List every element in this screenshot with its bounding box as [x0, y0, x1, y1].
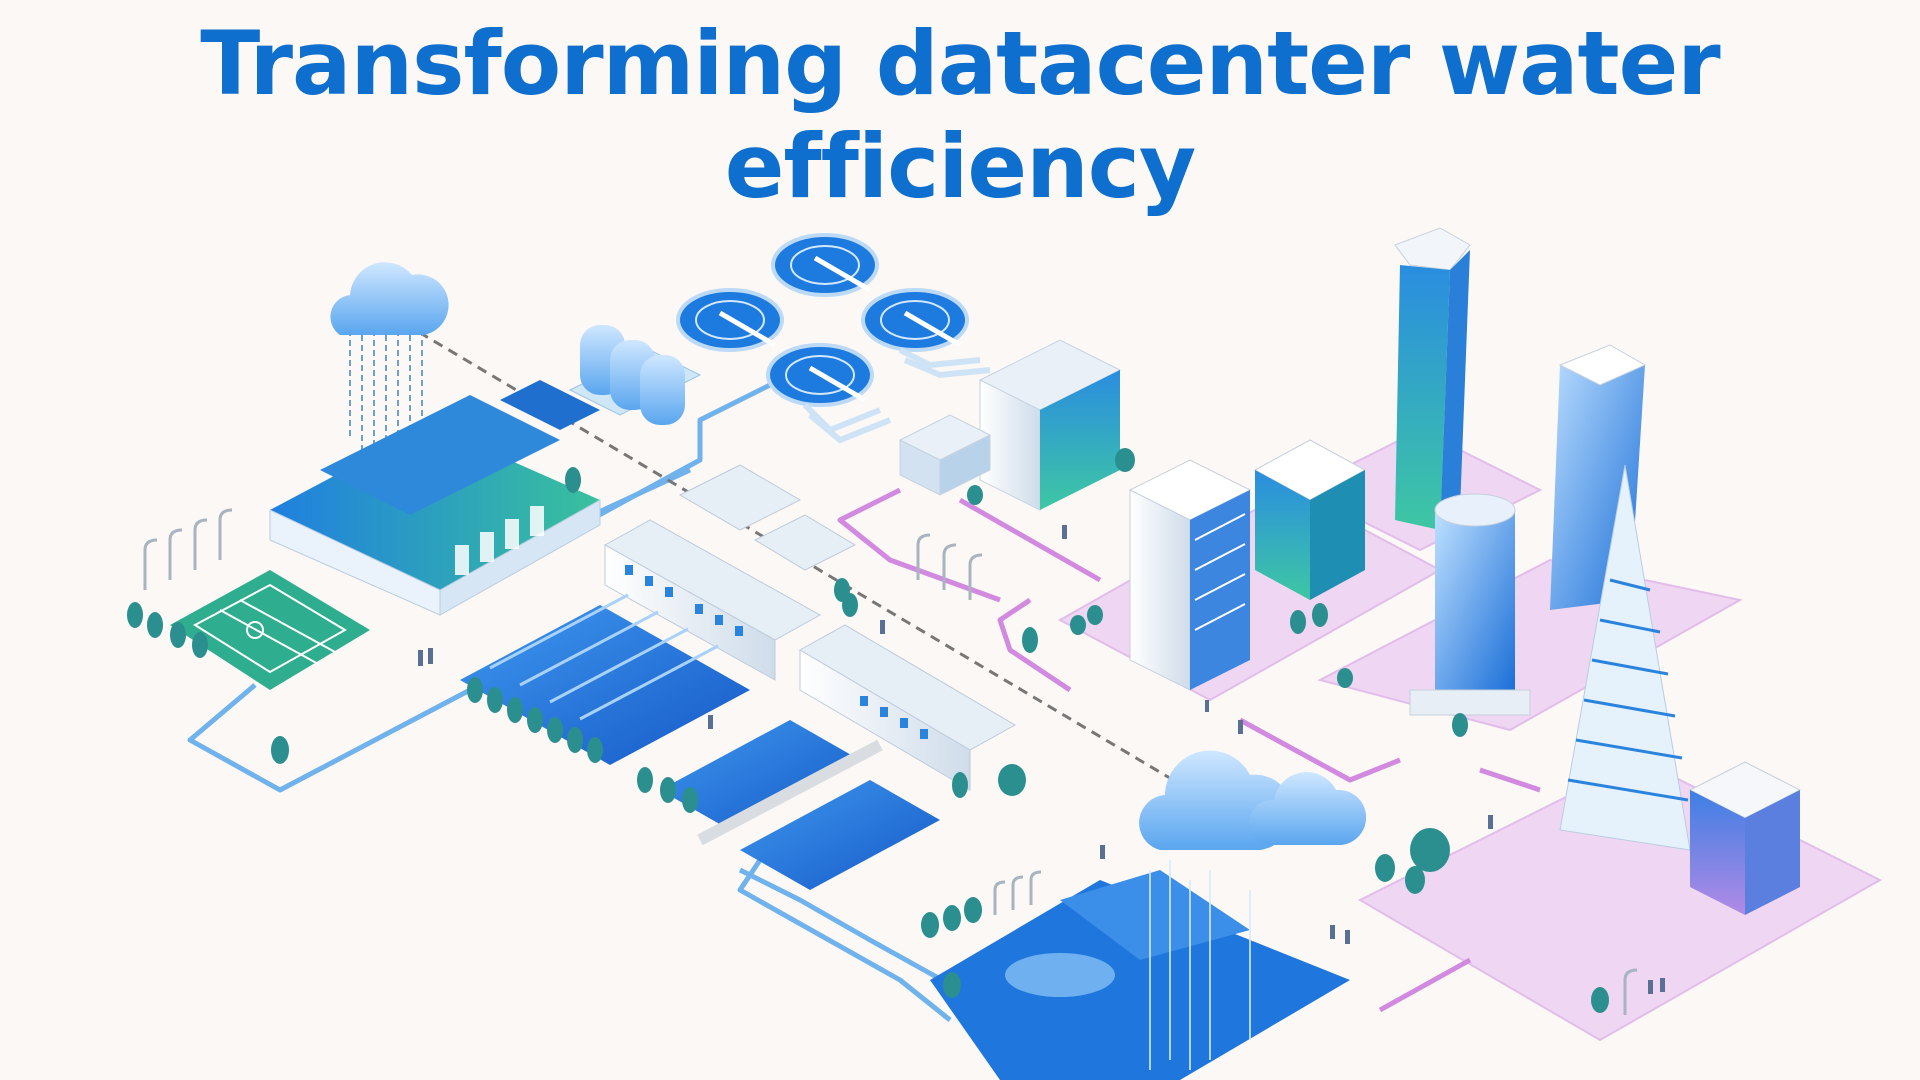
sports-field	[170, 570, 370, 690]
storage-tanks	[568, 325, 702, 425]
street-lamps	[143, 508, 1638, 1015]
people	[418, 525, 1665, 994]
treatment-plant-building	[269, 380, 601, 616]
cloud-icon	[1139, 750, 1367, 850]
reclaimed-water-pipes	[837, 487, 1541, 1013]
processing-building	[898, 339, 1122, 511]
reservoir	[930, 860, 1350, 1080]
page-title: Transforming datacenter water efficiency	[200, 12, 1720, 218]
settling-pools	[660, 720, 940, 890]
city-skyline	[1128, 227, 1802, 915]
trees	[127, 448, 1609, 1013]
clarifier-tanks	[676, 233, 991, 444]
filter-buildings	[603, 464, 1017, 791]
filtration-beds	[460, 593, 750, 765]
